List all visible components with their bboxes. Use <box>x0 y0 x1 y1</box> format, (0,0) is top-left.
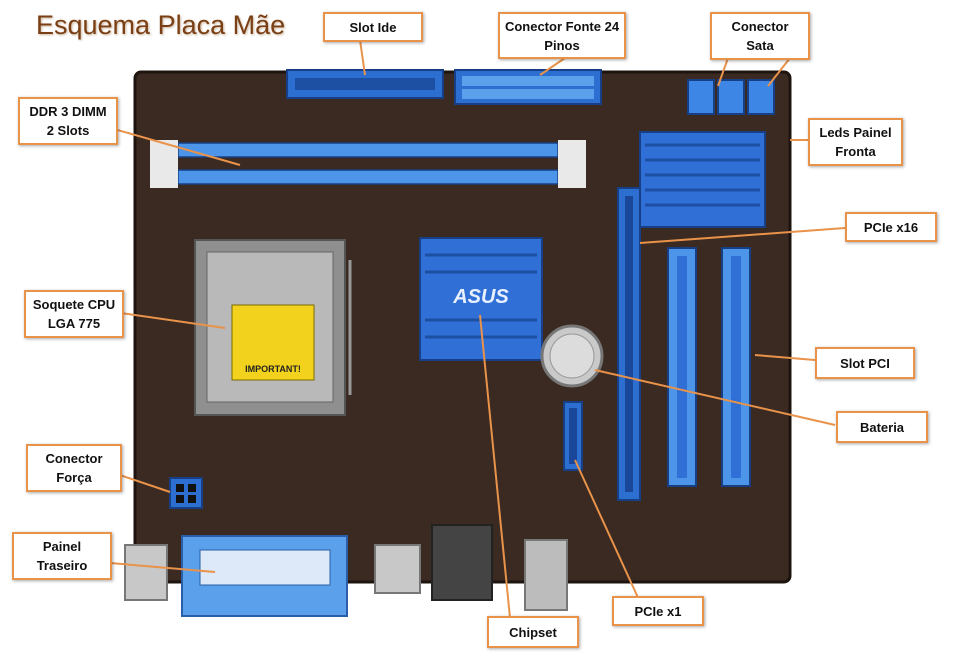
callout-chipset: Chipset <box>487 616 579 648</box>
callout-painel-traseiro: PainelTraseiro <box>12 532 112 580</box>
pcie-x16-slot <box>618 188 640 500</box>
cmos-battery <box>542 326 602 386</box>
diagram-title: Esquema Placa Mãe <box>36 10 285 41</box>
pcie-x1-slot <box>564 402 582 470</box>
callout-conector-fonte: Conector Fonte 24Pinos <box>498 12 626 59</box>
asus-logo: ASUS <box>452 286 509 308</box>
callout-conector-sata: ConectorSata <box>710 12 810 60</box>
callout-leds-painel: Leds PainelFronta <box>808 118 903 166</box>
vrm-heatsink <box>640 132 765 227</box>
callout-soquete-cpu: Soquete CPULGA 775 <box>24 290 124 338</box>
callout-pcie-x1: PCIe x1 <box>612 596 704 626</box>
callout-bateria: Bateria <box>836 411 928 443</box>
atx-4pin-connector <box>170 478 202 508</box>
sata-connectors <box>688 80 774 114</box>
callout-conector-forca: ConectorForça <box>26 444 122 492</box>
callout-slot-ide: Slot Ide <box>323 12 423 42</box>
callout-pcie-x16: PCIe x16 <box>845 212 937 242</box>
atx-24pin-connector <box>455 70 601 104</box>
chipset-heatsink: ASUS <box>420 238 542 360</box>
callout-slot-pci: Slot PCI <box>815 347 915 379</box>
callout-ddr3: DDR 3 DIMM2 Slots <box>18 97 118 145</box>
socket-important-label: IMPORTANT! <box>245 364 301 374</box>
